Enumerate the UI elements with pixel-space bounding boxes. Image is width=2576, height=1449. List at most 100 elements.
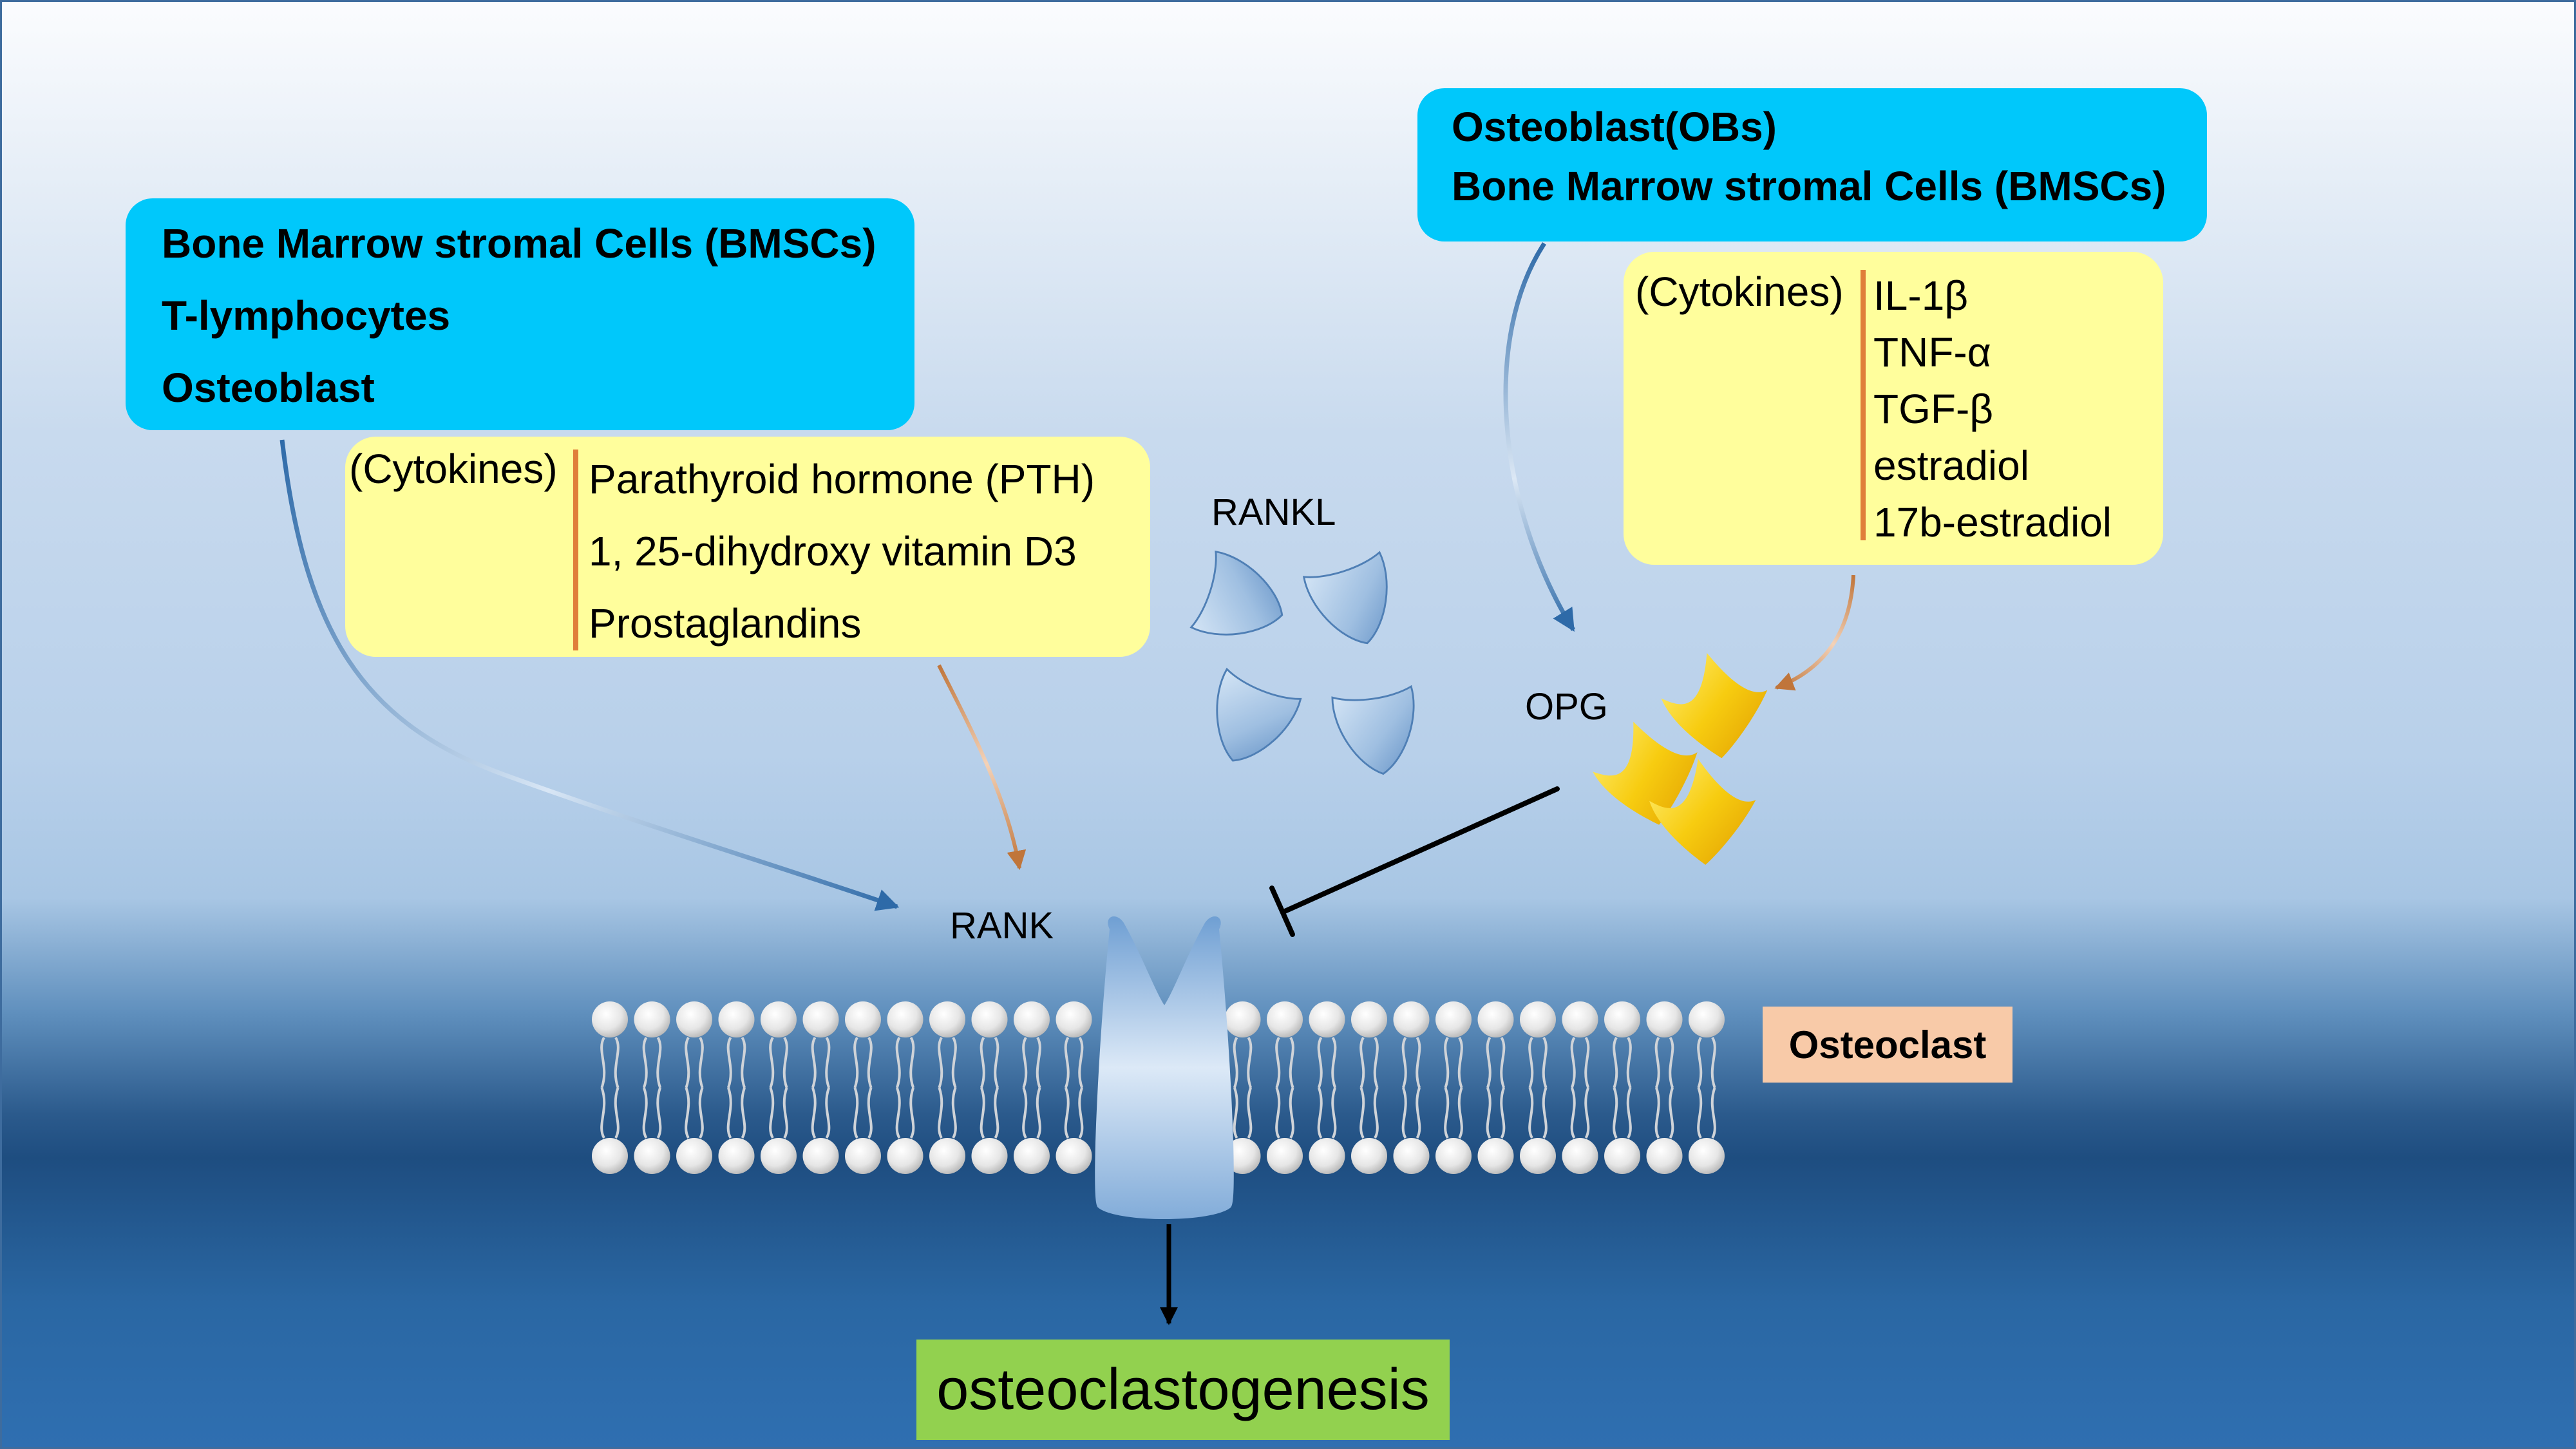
lipid-head bbox=[929, 1138, 965, 1174]
lipid-head bbox=[887, 1138, 923, 1174]
lipid-tail bbox=[1500, 1087, 1506, 1139]
lipid-tail bbox=[895, 1087, 901, 1139]
lipid-tail bbox=[600, 1087, 606, 1139]
left-cytokine-3: Prostaglandins bbox=[589, 600, 862, 647]
lipid-tail bbox=[909, 1087, 915, 1139]
lipid-head bbox=[1435, 1138, 1472, 1174]
lipid-head bbox=[887, 1001, 923, 1037]
lipid-head bbox=[1646, 1138, 1683, 1174]
lipid-head bbox=[1689, 1001, 1725, 1037]
lipid-head bbox=[802, 1138, 839, 1174]
right-cytokine-4: estradiol bbox=[1873, 442, 2029, 489]
lipid-head bbox=[1351, 1001, 1387, 1037]
lipid-head bbox=[1646, 1001, 1683, 1037]
osteoclast-label: Osteoclast bbox=[1763, 1007, 2012, 1083]
left-source-cell-2: T-lymphocytes bbox=[162, 292, 451, 339]
opg-protein bbox=[1593, 721, 1698, 825]
arrow-right-source-to-opg bbox=[1503, 242, 1575, 632]
opg-label: OPG bbox=[1525, 686, 1608, 728]
lipid-tail bbox=[1233, 1036, 1238, 1088]
lipid-tail bbox=[698, 1036, 704, 1088]
right-cytokine-5: 17b-estradiol bbox=[1873, 499, 2112, 545]
lipid-tail bbox=[1457, 1087, 1463, 1139]
lipid-tail bbox=[1289, 1087, 1294, 1139]
lipid-tail bbox=[1036, 1087, 1041, 1139]
lipid-head bbox=[761, 1138, 797, 1174]
lipid-head bbox=[761, 1001, 797, 1037]
lipid-head bbox=[1689, 1138, 1725, 1174]
lipid-tail bbox=[1697, 1036, 1703, 1088]
opg-protein bbox=[1649, 759, 1756, 865]
lipid-tail bbox=[1500, 1036, 1506, 1088]
arrow-left-cytokines-to-rank bbox=[937, 664, 1027, 870]
lipid-head bbox=[1435, 1001, 1472, 1037]
arrow-left-source-to-rank bbox=[279, 439, 900, 911]
right-source-cells-box: Osteoblast(OBs) Bone Marrow stromal Cell… bbox=[1417, 88, 2207, 242]
lipid-tail bbox=[853, 1087, 859, 1139]
lipid-head bbox=[592, 1001, 628, 1037]
lipid-tail bbox=[1710, 1036, 1716, 1088]
lipid-tail bbox=[642, 1087, 648, 1139]
lipid-tail bbox=[741, 1087, 746, 1139]
left-cytokines-box: (Cytokines) Parathyroid hormone (PTH) 1,… bbox=[345, 437, 1150, 657]
lipid-tail bbox=[1275, 1087, 1281, 1139]
lipid-tail bbox=[614, 1087, 620, 1139]
lipid-head bbox=[802, 1001, 839, 1037]
left-cytokines-divider bbox=[573, 450, 578, 650]
lipid-tail bbox=[994, 1036, 999, 1088]
lipid-head bbox=[1309, 1001, 1345, 1037]
lipid-tail bbox=[994, 1087, 999, 1139]
lipid-tail bbox=[1654, 1036, 1660, 1088]
lipid-head bbox=[1477, 1001, 1514, 1037]
lipid-tail bbox=[1486, 1036, 1492, 1088]
lipid-head bbox=[676, 1138, 712, 1174]
right-cytokines-divider bbox=[1861, 270, 1866, 540]
lipid-tail bbox=[698, 1087, 704, 1139]
lipid-tail bbox=[769, 1087, 775, 1139]
lipid-tail bbox=[1584, 1087, 1590, 1139]
lipid-tail bbox=[1626, 1087, 1632, 1139]
opg-proteins bbox=[1593, 652, 1768, 865]
lipid-head bbox=[1562, 1001, 1598, 1037]
lipid-tail bbox=[741, 1036, 746, 1088]
lipid-tail bbox=[1247, 1087, 1253, 1139]
rank-receptor bbox=[1095, 916, 1234, 1219]
right-cytokine-2: TNF-α bbox=[1873, 329, 1991, 375]
lipid-tail bbox=[825, 1036, 831, 1088]
lipid-tail bbox=[1528, 1087, 1534, 1139]
lipid-head bbox=[718, 1001, 755, 1037]
lipid-tail bbox=[1401, 1036, 1407, 1088]
lipid-tail bbox=[1373, 1087, 1379, 1139]
lipid-tail bbox=[1542, 1036, 1548, 1088]
lipid-tail bbox=[1486, 1087, 1492, 1139]
lipid-tail bbox=[1022, 1087, 1028, 1139]
lipid-tail bbox=[1317, 1087, 1323, 1139]
arrow-right-cytokines-to-opg bbox=[1774, 574, 1855, 691]
opg-inhibits-rank-line bbox=[1269, 786, 1560, 937]
lipid-head bbox=[1477, 1138, 1514, 1174]
lipid-tail bbox=[1669, 1036, 1674, 1088]
lipid-tail bbox=[1542, 1087, 1548, 1139]
lipid-tail bbox=[1022, 1036, 1028, 1088]
lipid-tail bbox=[980, 1087, 985, 1139]
lipid-tail bbox=[1317, 1036, 1323, 1088]
lipid-tail bbox=[1359, 1036, 1365, 1088]
lipid-head bbox=[1562, 1138, 1598, 1174]
lipid-tail bbox=[1654, 1087, 1660, 1139]
lipid-tail bbox=[1064, 1036, 1070, 1088]
lipid-tail bbox=[1036, 1036, 1041, 1088]
lipid-tail bbox=[1444, 1087, 1450, 1139]
lipid-head bbox=[634, 1138, 670, 1174]
rankl-protein bbox=[1189, 550, 1283, 636]
lipid-tail bbox=[1444, 1036, 1450, 1088]
lipid-tail bbox=[1613, 1087, 1618, 1139]
lipid-tail bbox=[1247, 1036, 1253, 1088]
lipid-tail bbox=[1233, 1087, 1238, 1139]
lipid-head bbox=[1520, 1138, 1556, 1174]
lipid-tail bbox=[1275, 1036, 1281, 1088]
left-source-cell-3: Osteoblast bbox=[162, 365, 375, 411]
rankl-protein bbox=[1216, 667, 1302, 762]
lipid-tail bbox=[980, 1036, 985, 1088]
lipid-tail bbox=[909, 1036, 915, 1088]
